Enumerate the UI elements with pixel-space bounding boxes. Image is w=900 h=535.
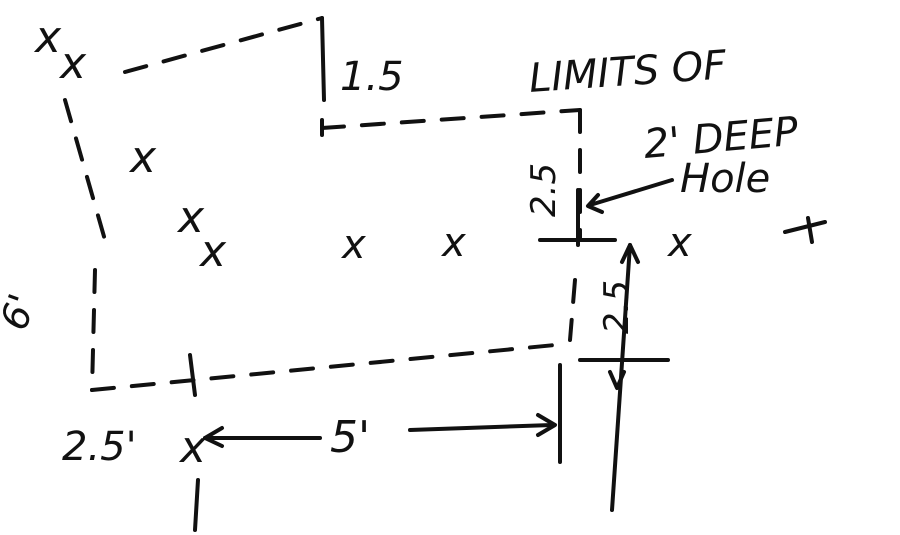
limits-outline xyxy=(63,16,582,392)
hole-label: Hole xyxy=(680,156,770,202)
stake-marks: x x x x x x x x x xyxy=(33,12,692,473)
outline-right-edge xyxy=(568,108,582,342)
labels: 1.5 LIMITS OF 2' DEEP Hole 2.5 2.5 6' 2.… xyxy=(0,42,801,470)
dim-hole-upper-label: 2.5 xyxy=(524,163,564,217)
right-edge-stroke xyxy=(783,216,827,244)
dim-left-label: 6' xyxy=(0,288,45,336)
stake-mark: x xyxy=(666,220,692,266)
stake-mark: x xyxy=(440,220,466,266)
outline-inner-top-edge xyxy=(320,108,582,130)
outline-top-left-edge xyxy=(123,16,324,74)
dim-bottom-left-label: 2.5' xyxy=(62,424,137,470)
right-dim-arrowhead xyxy=(620,243,640,264)
bottom-dim-arrowhead-right xyxy=(536,413,557,437)
outline-bottom-edge xyxy=(90,343,557,392)
stake-mark: x xyxy=(176,192,205,243)
stake-mark: x xyxy=(58,38,87,89)
stake-mark: x xyxy=(33,12,62,63)
stake-mark: x xyxy=(128,132,157,183)
dim-top-label: 1.5 xyxy=(340,54,404,100)
bottom-left-stake-lower xyxy=(193,478,200,532)
hole-arrow xyxy=(586,178,674,214)
stake-mark: x xyxy=(340,222,366,268)
outline-notch-vertical xyxy=(320,16,326,102)
bottom-dim-arrowhead-left xyxy=(203,426,224,448)
right-dim-arrowhead-lower xyxy=(608,370,626,390)
dim-hole-lower-label: 2.5 xyxy=(597,280,637,334)
stake-mark: x xyxy=(198,226,227,277)
outline-left-upper-edge xyxy=(63,98,107,242)
bottom-dim-right-segment xyxy=(408,423,554,432)
dim-bottom-label: 5' xyxy=(330,412,370,463)
dimension-lines xyxy=(188,178,827,532)
outline-left-lower-edge xyxy=(90,268,97,392)
stake-mark: x xyxy=(178,422,207,473)
bottom-left-stake-upper xyxy=(188,353,197,397)
limits-label-line1: LIMITS OF xyxy=(527,42,728,102)
